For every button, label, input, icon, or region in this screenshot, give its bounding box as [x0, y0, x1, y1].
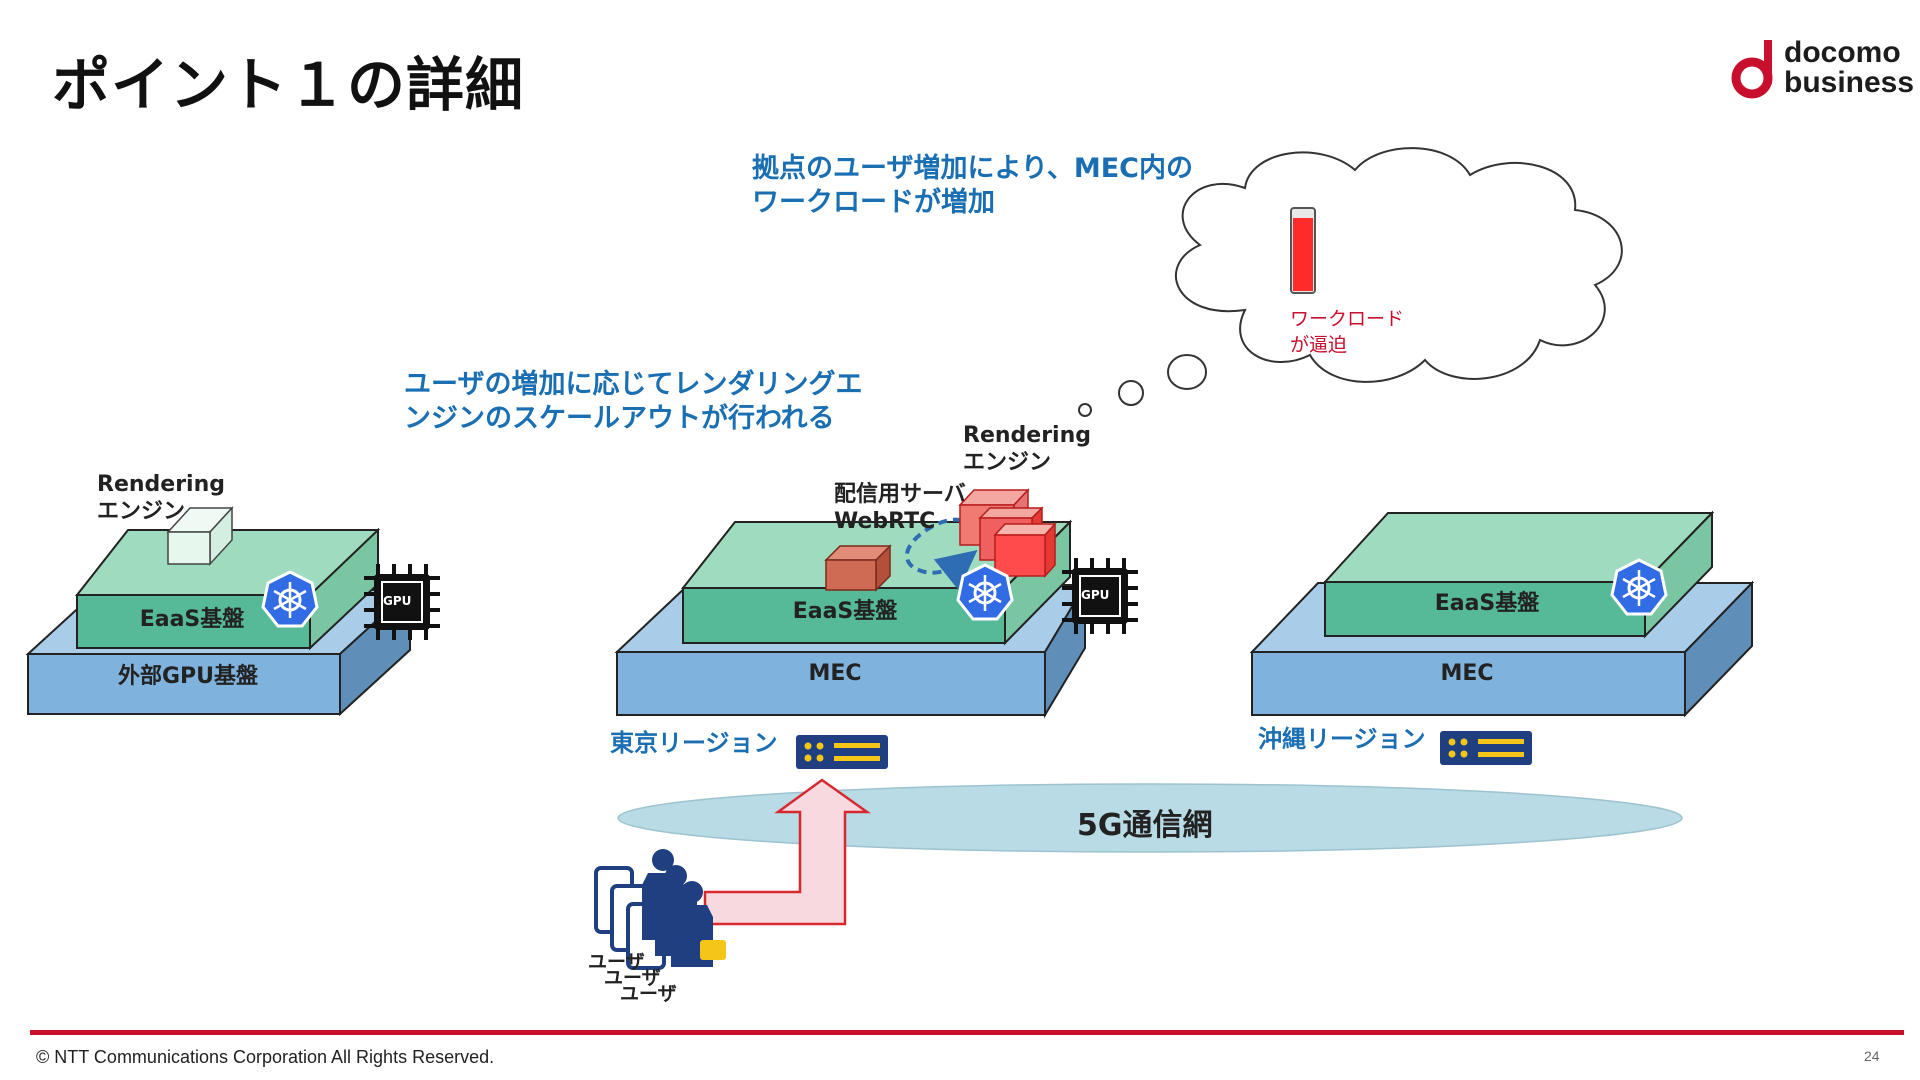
server-rack-icon: [1440, 731, 1532, 765]
kubernetes-icon: [1610, 558, 1668, 616]
tokyo-rendering-label: Rendering エンジン: [963, 422, 1091, 476]
okinawa-region-label: 沖縄リージョン: [1258, 725, 1426, 753]
scaleout-note-line1: ユーザの増加に応じてレンダリングエ: [404, 369, 863, 400]
logo-line2: business: [1784, 66, 1915, 99]
webrtc-server-label: 配信用サーバ WebRTC: [834, 481, 966, 535]
left-base-label: 外部GPU基盤: [117, 664, 259, 689]
footer-divider: [30, 1030, 1904, 1035]
workload-note: 拠点のユーザ増加により、MEC内の ワークロードが増加: [752, 152, 1193, 220]
network-label: 5G通信網: [1077, 808, 1213, 843]
gpu-chip-label: GPU: [1081, 588, 1110, 602]
gpu-chip-icon: [1062, 558, 1138, 634]
webrtc-server-line1: 配信用サーバ: [834, 482, 966, 507]
kubernetes-icon: [956, 563, 1014, 621]
left-rendering-line1: Rendering: [97, 472, 225, 497]
upload-arrow: [703, 778, 871, 926]
okinawa-eaas-label: EaaS基盤: [1434, 591, 1540, 616]
tokyo-mec-label: MEC: [808, 661, 862, 686]
user-label-1: ユーザ: [588, 951, 645, 973]
tokyo-eaas-label: EaaS基盤: [792, 599, 898, 624]
page-title: ポイント１の詳細: [52, 51, 525, 119]
gpu-chip-icon: [364, 564, 440, 640]
cloud-note-line1: ワークロード: [1290, 308, 1405, 330]
workload-gauge-icon: [1290, 207, 1316, 294]
webrtc-server-line2: WebRTC: [834, 509, 936, 534]
copyright-text: © NTT Communications Corporation All Rig…: [36, 1047, 495, 1067]
cloud-icon: [1078, 147, 1623, 417]
user-label-3: ユーザ: [620, 983, 677, 1005]
docomo-business-logo: docomo business: [1730, 34, 1914, 102]
kubernetes-icon: [261, 570, 319, 628]
gpu-chip-label: GPU: [383, 594, 412, 608]
page-number: 24: [1864, 1048, 1880, 1064]
left-rendering-label: Rendering エンジン: [97, 471, 225, 525]
5g-network-ellipse: [617, 783, 1683, 853]
cloud-note-line2: が逼迫: [1290, 334, 1348, 356]
scaleout-note: ユーザの増加に応じてレンダリングエ ンジンのスケールアウトが行われる: [404, 368, 862, 436]
rendering-engine-cluster: [958, 488, 1057, 578]
workload-note-line2: ワークロードが増加: [752, 187, 995, 218]
docomo-mark-icon: [1731, 40, 1773, 99]
tokyo-rendering-line2: エンジン: [963, 450, 1052, 475]
cloud-note: ワークロード が逼迫: [1290, 306, 1404, 358]
user-label-2: ユーザ: [604, 967, 661, 989]
user-group-icon: [594, 849, 726, 970]
left-eaas-label: EaaS基盤: [139, 607, 245, 632]
tokyo-rendering-line1: Rendering: [963, 423, 1091, 448]
okinawa-mec-label: MEC: [1440, 661, 1494, 686]
scaleout-note-line2: ンジンのスケールアウトが行われる: [404, 403, 835, 434]
left-rendering-line2: エンジン: [97, 499, 186, 524]
server-rack-icon: [796, 735, 888, 769]
tokyo-region-label: 東京リージョン: [610, 729, 778, 757]
workload-note-line1: 拠点のユーザ増加により、MEC内の: [752, 153, 1193, 184]
logo-line1: docomo: [1784, 36, 1901, 69]
